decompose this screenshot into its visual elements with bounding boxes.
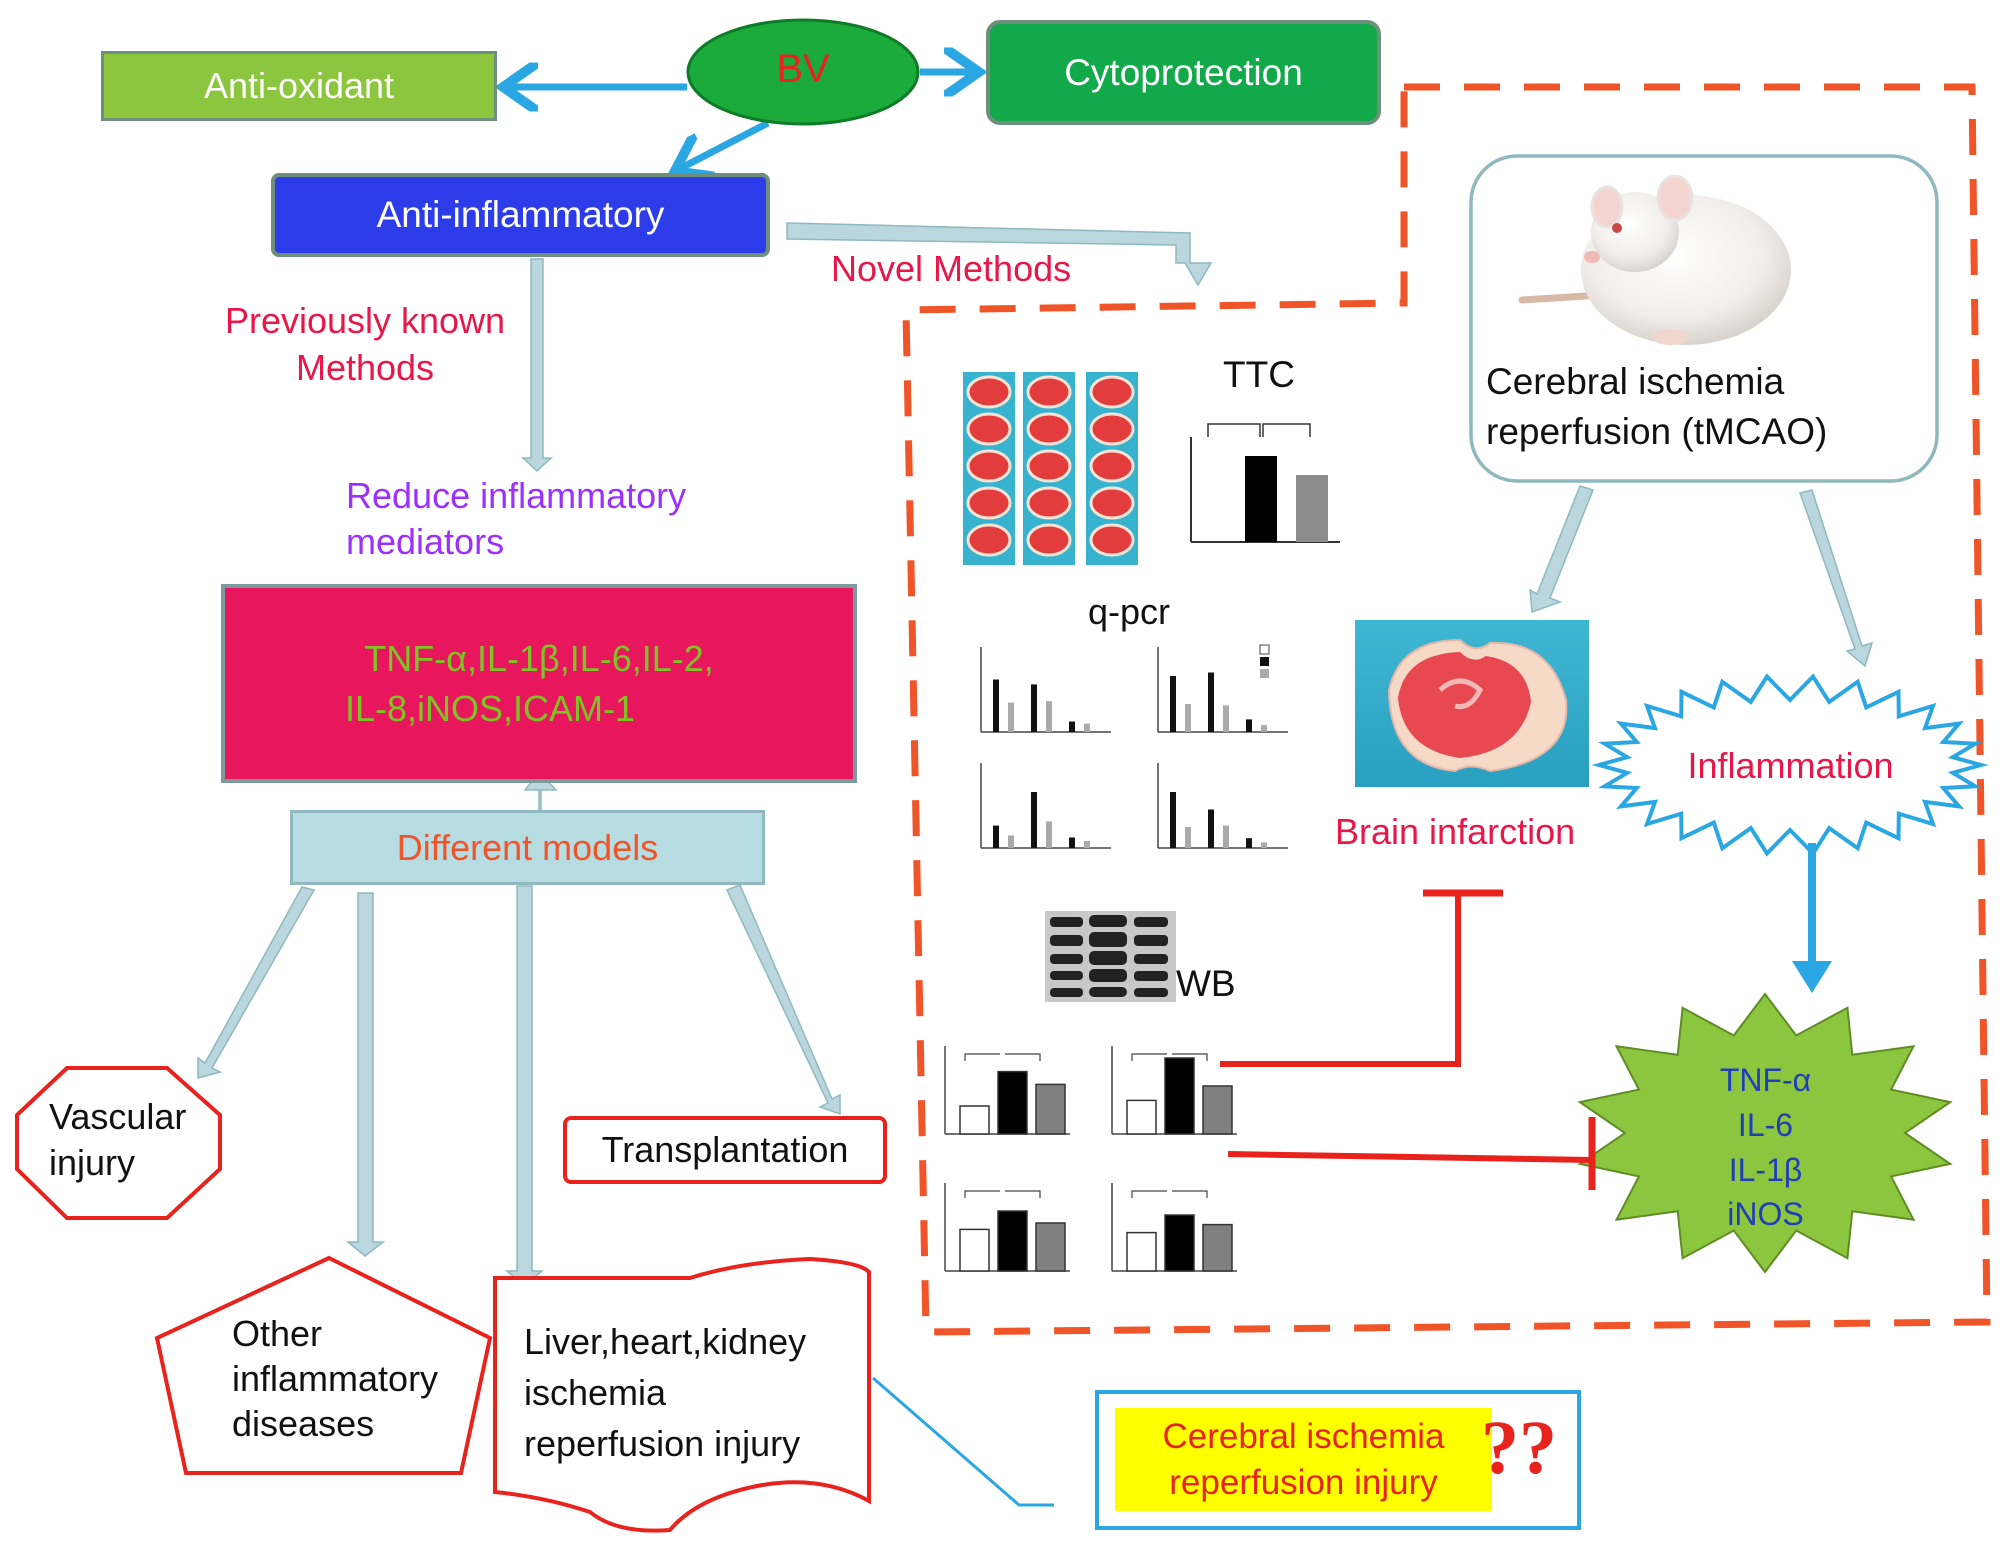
brain-infarction-label: Brain infarction (1335, 811, 1576, 852)
novel-methods-region (902, 83, 1991, 1336)
gray-arrows (197, 222, 1874, 1287)
mediators-box: TNF-α,IL-1β,IL-6,IL-2, IL-8,iNOS,ICAM-1 (221, 584, 857, 783)
other-diseases-label: Other inflammatory diseases (232, 1311, 438, 1446)
different-models-box: Different models (290, 810, 765, 885)
previously-known-label: Previously known Methods (210, 298, 520, 392)
qpcr-chart-panels (980, 644, 1288, 849)
reduce-mediators-line-1: Reduce inflammatory (346, 475, 687, 516)
mediators-line-1: TNF-α,IL-1β,IL-6,IL-2, (364, 637, 714, 679)
previously-known-line-2: Methods (295, 346, 435, 388)
ttc-slices-photo (963, 372, 1138, 565)
organ-ir-line-1: Liver,heart,kidney (524, 1321, 807, 1362)
ttc-bar-chart (1190, 423, 1340, 543)
organ-ir-line-2: ischemia (524, 1372, 667, 1414)
vascular-injury-line-2: injury (49, 1142, 136, 1184)
rat-photo (1518, 174, 1791, 345)
transplantation-box: Transplantation (563, 1116, 887, 1184)
vascular-injury-line-1: Vascular (49, 1096, 187, 1137)
cytokine-inos: iNOS (1727, 1196, 1804, 1233)
cerebral-question-line-2: reperfusion injury (1169, 1462, 1438, 1502)
vascular-injury-label: Vascular injury (49, 1094, 186, 1186)
transplantation-label: Transplantation (601, 1129, 849, 1170)
organ-ir-shape (493, 1256, 871, 1533)
reduce-mediators-label: Reduce inflammatory mediators (346, 473, 686, 565)
cerebral-question-line-1: Cerebral ischemia (1162, 1417, 1445, 1456)
rat-model-line-2: reperfusion (tMCAO) (1486, 410, 1828, 452)
antioxidant-box: Anti-oxidant (101, 51, 497, 121)
other-diseases-line-3: diseases (232, 1403, 375, 1444)
inhibit-brain-infarction-line (1220, 893, 1461, 1067)
rat-model-line-1: Cerebral ischemia (1486, 361, 1785, 402)
previously-known-line-1: Previously known (224, 300, 506, 341)
cytoprotection-label: Cytoprotection (1064, 51, 1303, 93)
other-diseases-line-1: Other (232, 1313, 323, 1354)
brain-slice-photo (1355, 620, 1589, 787)
ttc-label: TTC (1223, 354, 1295, 395)
inflammation-spiky-shape (1591, 673, 1989, 857)
qpcr-label: q-pcr (1088, 591, 1171, 632)
cytokines-star-shape (1577, 992, 1953, 1274)
vascular-injury-shape (15, 1066, 222, 1220)
cerebral-question-box: Cerebral ischemia reperfusion injury ?? (1095, 1390, 1581, 1530)
arrow-bv-to-anti-inflammatory (681, 119, 770, 168)
question-marks: ?? (1481, 1406, 1557, 1490)
antioxidant-label: Anti-oxidant (203, 65, 395, 106)
cytoprotection-box: Cytoprotection (986, 20, 1381, 125)
organ-ir-label: Liver,heart,kidney ischemia reperfusion … (524, 1316, 806, 1469)
cytokine-il6: IL-6 (1737, 1106, 1794, 1143)
cytokine-tnf: TNF-α (1719, 1062, 1812, 1098)
inflammation-label: Inflammation (1687, 745, 1894, 786)
inhibit-cytokines-line (1227, 1151, 1593, 1163)
reduce-mediators-line-2: mediators (346, 521, 505, 563)
wb-label: WB (1176, 963, 1236, 1004)
cytokines-star-label: TNF-α IL-6 IL-1β iNOS (1683, 1058, 1848, 1237)
other-diseases-shape (154, 1255, 493, 1475)
rat-model-label: Cerebral ischemia reperfusion (tMCAO) (1486, 357, 1827, 456)
cerebral-question-label: Cerebral ischemia reperfusion injury (1115, 1408, 1492, 1511)
other-diseases-line-2: inflammatory (232, 1358, 439, 1399)
mediators-line-2: IL-8,iNOS,ICAM-1 (345, 687, 636, 729)
bv-label: BV (776, 47, 830, 91)
organ-ir-line-3: reperfusion injury (524, 1423, 801, 1465)
western-blot-photo (1045, 911, 1176, 1002)
cytokine-il1b: IL-1β (1728, 1151, 1803, 1188)
connector-to-cerebral-question (872, 1376, 1054, 1507)
bv-ellipse (686, 18, 920, 126)
novel-methods-label: Novel Methods (831, 248, 1072, 289)
different-models-label: Different models (396, 826, 659, 868)
anti-inflammatory-label: Anti-inflammatory (376, 194, 665, 235)
anti-inflammatory-box: Anti-inflammatory (271, 173, 770, 257)
wb-bar-charts (944, 1046, 1237, 1272)
